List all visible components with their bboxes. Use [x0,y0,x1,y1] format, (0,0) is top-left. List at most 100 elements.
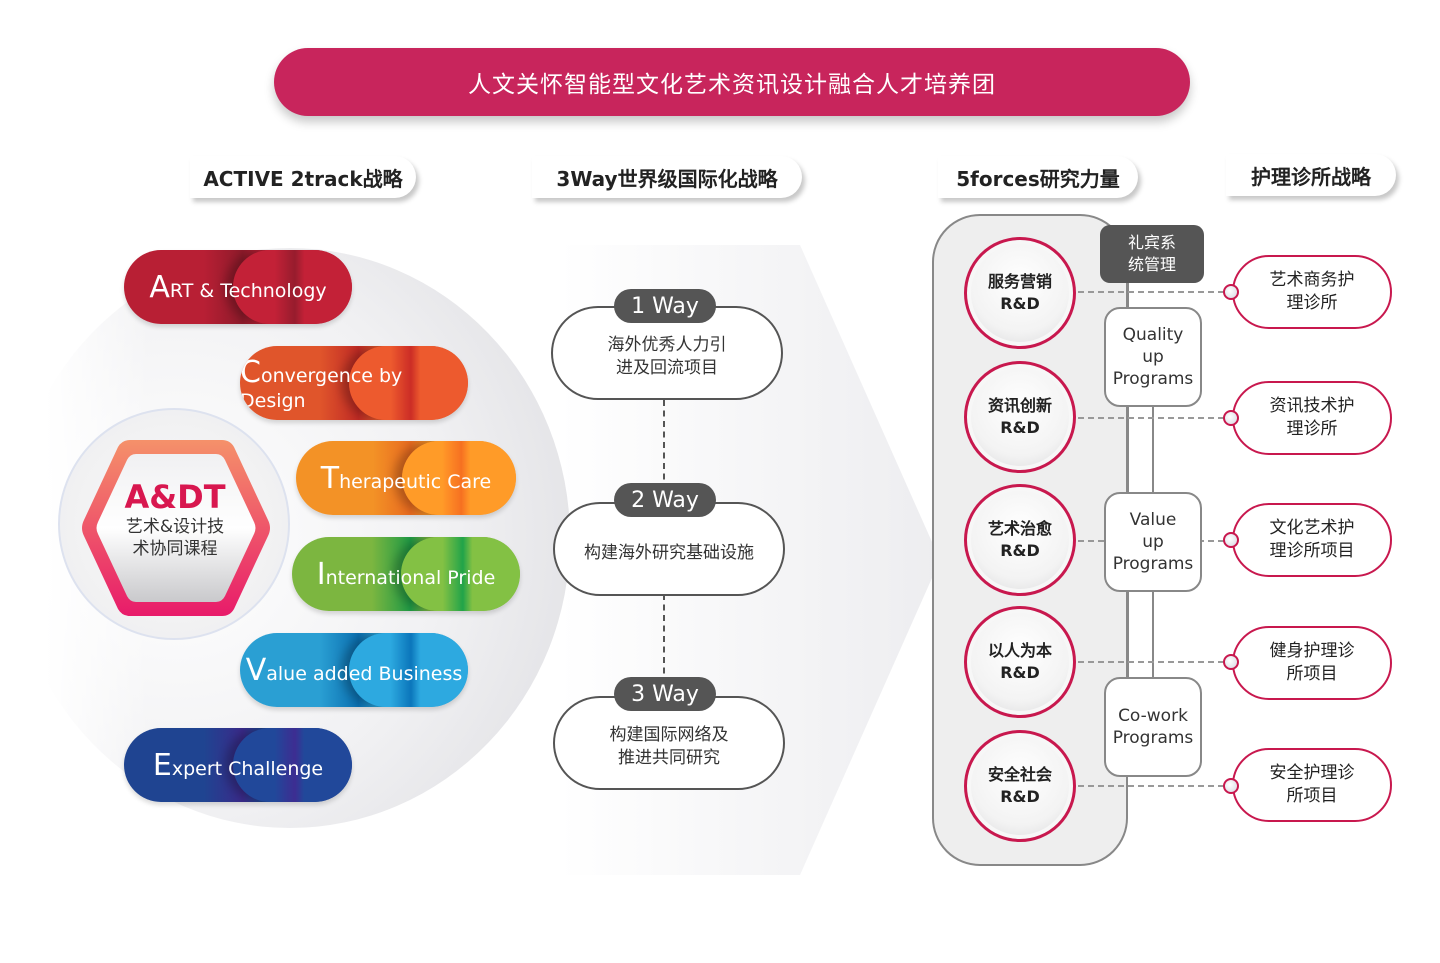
program-1-line3: Programs [1112,369,1194,389]
active-pill-initial: C [240,354,261,390]
program-1-line2: up [1142,347,1164,367]
way-tag-3: 3 Way [614,677,716,711]
force-3-line2: R&D [1000,541,1040,560]
header-clinic: 护理诊所战略 [1226,154,1396,196]
active-pill-2: Convergence by Design [240,346,468,420]
clinic-3-line1: 文化艺术护 [1269,518,1355,538]
program-line-mid-1 [1152,405,1154,495]
active-pill-5: Value added Business [240,633,468,707]
program-2-line1: Value [1129,510,1177,530]
program-3-line1: Co-work [1118,706,1188,726]
active-pill-initial: I [316,556,326,592]
adt-title: A&DT [124,478,226,516]
clinic-5: 安全护理诊所项目 [1232,748,1392,822]
header-three-way-label: 3Way世界级国际化战略 [556,166,778,191]
active-pill-rest: xpert Challenge [171,757,324,780]
clinic-2: 资讯技术护理诊所 [1232,381,1392,455]
header-active: ACTIVE 2track战略 [190,156,416,198]
title-banner: 人文关怀智能型文化艺术资讯设计融合人才培养团 [274,48,1190,116]
clinic-1-line1: 艺术商务护 [1269,270,1355,290]
way-3-line1: 构建国际网络及 [609,725,729,745]
active-pill-3: Therapeutic Care [296,441,516,515]
program-3-line2: Programs [1112,728,1194,748]
active-pill-initial: A [149,269,170,305]
force-3-line1: 艺术治愈 [987,519,1052,538]
way-connector-1 [663,400,665,490]
force-2-line2: R&D [1000,418,1040,437]
way-3-line2: 推进共同研究 [618,748,720,768]
way-tag-1: 1 Way [614,289,716,323]
header-three-way: 3Way世界级国际化战略 [532,156,802,198]
adt-label: A&DT 艺术&设计技 术协同课程 [100,478,250,560]
active-pill-6: Expert Challenge [124,728,352,802]
active-pill-label: Convergence by Design [240,355,468,412]
active-pill-rest: nternational Pride [325,566,496,589]
force-5-line1: 安全社会 [987,765,1052,784]
way-tag-1-label: 1 Way [631,293,699,319]
active-pill-label: International Pride [317,557,496,592]
active-pill-label: Therapeutic Care [321,461,492,496]
program-1-line1: Quality [1122,325,1184,345]
node-dot-icon [1223,532,1239,548]
force-4-line2: R&D [1000,663,1040,682]
active-pill-1: ART & Technology [124,250,352,324]
hexagon-icon [82,440,270,616]
connector-2 [1078,417,1224,419]
node-dot-icon [1223,284,1239,300]
header-five-forces-label: 5forces研究力量 [956,166,1120,191]
clinic-2-line2: 理诊所 [1286,419,1338,439]
clinic-3: 文化艺术护理诊所项目 [1232,503,1392,577]
active-pill-label: Expert Challenge [153,748,323,783]
way-tag-3-label: 3 Way [631,681,699,707]
active-pill-rest: onvergence by Design [240,364,403,412]
header-clinic-label: 护理诊所战略 [1251,164,1371,189]
active-pill-rest: herapeutic Care [339,470,492,493]
force-circle-2: 资讯创新 R&D [964,361,1076,473]
active-pill-rest: RT & Technology [169,279,327,302]
force-2-line1: 资讯创新 [987,396,1052,415]
active-pill-label: Value added Business [246,653,463,688]
connector-1 [1078,291,1224,293]
way-box-3: 构建国际网络及推进共同研究 [553,696,785,790]
concierge-box: 礼宾系统管理 [1100,225,1204,283]
node-dot-icon [1223,778,1239,794]
clinic-5-line1: 安全护理诊 [1269,763,1355,783]
adt-subtitle-1: 艺术&设计技 [125,517,225,537]
force-circle-1: 服务营销 R&D [964,237,1076,349]
active-pill-initial: E [152,747,172,783]
active-pill-initial: T [320,460,340,496]
header-active-label: ACTIVE 2track战略 [203,166,403,191]
program-2-line3: Programs [1112,554,1194,574]
way-1-line2: 进及回流项目 [616,358,718,378]
adt-subtitle-2: 术协同课程 [132,539,218,559]
way-tag-2: 2 Way [614,483,716,517]
program-2-line2: up [1142,532,1164,552]
clinic-4-line1: 健身护理诊 [1269,641,1355,661]
connector-5 [1078,785,1224,787]
clinic-4-line2: 所项目 [1286,664,1338,684]
force-1-line1: 服务营销 [987,272,1052,291]
force-1-line2: R&D [1000,294,1040,313]
clinic-4: 健身护理诊所项目 [1232,626,1392,700]
way-connector-2 [663,594,665,684]
node-dot-icon [1223,410,1239,426]
way-2-line1: 构建海外研究基础设施 [584,542,754,563]
clinic-2-line1: 资讯技术护 [1269,396,1355,416]
way-1-line1: 海外优秀人力引 [607,335,727,355]
concierge-line1: 礼宾系 [1127,233,1176,252]
clinic-5-line2: 所项目 [1286,786,1338,806]
clinic-1-line2: 理诊所 [1286,293,1338,313]
concierge-line2: 统管理 [1127,255,1176,274]
way-box-2: 构建海外研究基础设施 [553,502,785,596]
active-pill-4: International Pride [292,537,520,611]
way-tag-2-label: 2 Way [631,487,699,513]
program-line-mid-2 [1152,590,1154,680]
force-circle-3: 艺术治愈 R&D [964,484,1076,596]
connector-4 [1078,661,1224,663]
clinic-3-line2: 理诊所项目 [1269,541,1355,561]
